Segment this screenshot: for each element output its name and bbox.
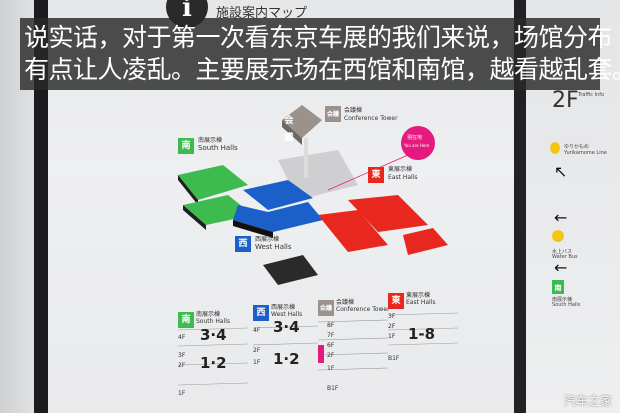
west-hall-3-4 — [243, 180, 313, 210]
caption-line-2: 有点让人凌乱。主要展示场在西馆和南馆，越看越乱套。 — [24, 55, 620, 84]
arrow-left-icon: ← — [554, 208, 568, 227]
floor-label: 1F — [253, 359, 261, 366]
caption-line-1: 说实话，对于第一次看东京车展的我们来说，场馆分布 — [24, 23, 613, 52]
yurikamome-en: Yurikamome Line — [564, 150, 607, 156]
current-floor-marker — [318, 345, 324, 363]
arrow-left-icon: ← — [554, 258, 568, 277]
floor-label: 8F — [327, 322, 335, 329]
dir-conference-badge: 会議 — [318, 300, 334, 316]
left-frame-pole — [34, 0, 48, 413]
west-label-en: West Halls — [255, 243, 292, 251]
dir-conference-jp: 会議棟 — [336, 299, 355, 306]
south-hall-1-2-side — [183, 205, 206, 230]
floor-label: 1F — [388, 333, 396, 340]
dir-south-lower: 1·2 — [200, 354, 227, 372]
east-badge: 東 — [368, 167, 384, 183]
conference-tower-shape — [282, 105, 322, 138]
traffic-info-label: Traffic Info — [578, 92, 605, 98]
venue-map — [177, 105, 459, 386]
west-label-jp: 西展示棟 — [255, 236, 280, 243]
south-badge: 南 — [178, 138, 194, 154]
elevator-shaft — [304, 138, 308, 178]
floor-label: 4F — [253, 327, 261, 334]
subtitle-caption: 说实话，对于第一次看东京车展的我们来说，场馆分布 有点让人凌乱。主要展示场在西馆… — [20, 18, 620, 90]
you-are-here-en: You are Here — [404, 143, 430, 148]
floor-label: B1F — [388, 355, 400, 362]
east-hall-1-3 — [318, 210, 388, 252]
arrow-up-left-icon: ↖ — [554, 162, 568, 181]
floor-label: 1F — [327, 365, 335, 372]
floor-label: 4F — [178, 334, 186, 341]
south-label-en: South Halls — [552, 302, 581, 308]
floor-label: 3F — [178, 352, 186, 359]
east-hall-7-8 — [403, 228, 448, 255]
sign-title: 施設案内マップ — [216, 6, 308, 21]
dir-west-upper: 3·4 — [273, 318, 300, 336]
west-hall-side — [233, 220, 273, 238]
floor-label: 3F — [388, 313, 396, 320]
conference-label-jp: 会議棟 — [344, 107, 363, 114]
train-icon — [550, 142, 560, 154]
floor-label: 7F — [327, 332, 335, 339]
dir-south-jp: 南展示棟 — [196, 311, 221, 318]
dir-east-badge: 東 — [388, 293, 404, 309]
dir-east-jp: 東展示棟 — [406, 292, 431, 299]
ship-icon — [552, 230, 564, 242]
dir-south-badge: 南 — [178, 312, 194, 328]
conference-icon: 会議 — [325, 106, 341, 122]
floor-label: 1F — [178, 390, 186, 397]
conference-badge: 会議 — [284, 116, 294, 143]
south-hall-3-4-side — [178, 175, 198, 205]
south-label-en: South Halls — [198, 144, 238, 152]
floor-label: 2F — [253, 347, 261, 354]
floor-indicator: 2F — [552, 88, 579, 113]
east-label-jp: 東展示棟 — [388, 166, 413, 173]
east-hall-4-6 — [348, 195, 428, 232]
you-are-here-jp: 現在地 — [407, 135, 423, 141]
south-badge-small: 南 — [552, 280, 564, 294]
west-badge: 西 — [235, 236, 251, 252]
south-label-jp: 南展示棟 — [552, 297, 573, 303]
west-hall-1-2 — [233, 202, 323, 232]
water-bus-en: Water Bus — [552, 254, 578, 260]
water-bus-label: 水上バス — [552, 249, 573, 255]
south-label-jp: 南展示棟 — [198, 137, 223, 144]
floor-label: 6F — [327, 342, 335, 349]
dir-south-upper: 3·4 — [200, 326, 227, 344]
dir-east-en: East Halls — [406, 299, 436, 306]
watermark-logo: 汽车之家 — [563, 394, 612, 408]
floor-label: B1F — [327, 385, 339, 392]
floor-label: 2F — [388, 323, 396, 330]
east-label-en: East Halls — [388, 174, 418, 181]
conference-tower-side — [282, 120, 302, 145]
dir-east-halls: 1-8 — [408, 325, 436, 343]
dir-west-lower: 1·2 — [273, 350, 300, 368]
yurikamome-label: ゆりかもめ — [564, 144, 590, 150]
dir-west-badge: 西 — [253, 305, 269, 321]
dir-west-en: West Halls — [271, 311, 303, 318]
west-atrium — [263, 255, 318, 285]
floor-label: 2F — [178, 362, 186, 369]
conference-label-en: Conference Tower — [344, 115, 398, 122]
dir-south-en: South Halls — [196, 318, 230, 325]
dir-west-jp: 西展示棟 — [271, 304, 296, 311]
right-frame-pole — [514, 0, 526, 413]
floor-label: 2F — [327, 352, 335, 359]
dir-conference-en: Conference Tower — [336, 306, 390, 313]
you-are-here-marker — [401, 126, 435, 160]
south-hall-3-4 — [178, 165, 248, 200]
directory-rules — [177, 312, 459, 386]
